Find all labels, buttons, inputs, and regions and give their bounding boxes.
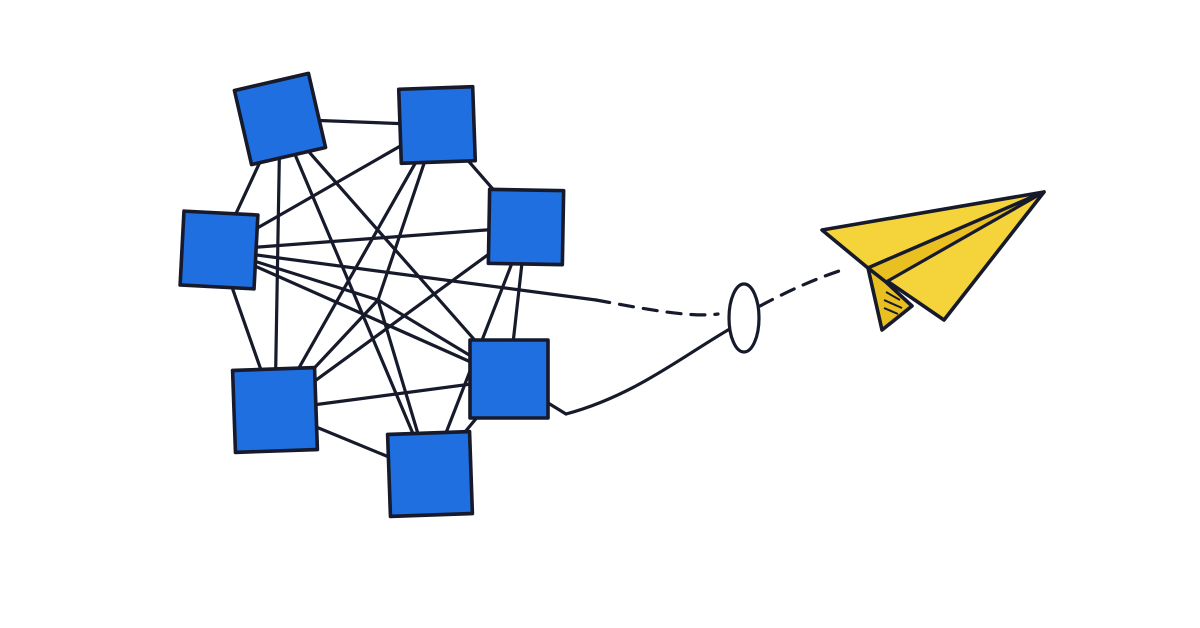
ring-icon [727, 282, 761, 354]
plane-keel [866, 266, 914, 332]
square-node-icon [486, 187, 566, 267]
plane-hatching [883, 291, 903, 315]
flight-trails [564, 268, 844, 416]
square-node-icon [230, 365, 320, 455]
network-edge [217, 225, 528, 252]
square-node-icon [468, 338, 550, 420]
dashed-trail-to-plane [758, 268, 844, 308]
network-edge [273, 117, 282, 412]
network-edge [273, 225, 528, 412]
network-nodes [178, 71, 566, 519]
network-edge-to-trail [217, 248, 598, 302]
network-edge [278, 117, 432, 476]
paper-plane-icon [820, 190, 1046, 332]
square-node-icon [385, 429, 475, 519]
curved-trail-lower [564, 320, 744, 416]
square-node-icon [396, 84, 478, 166]
square-node-icon [232, 71, 328, 167]
dashed-trail-upper [594, 298, 720, 317]
square-node-icon [178, 209, 260, 291]
